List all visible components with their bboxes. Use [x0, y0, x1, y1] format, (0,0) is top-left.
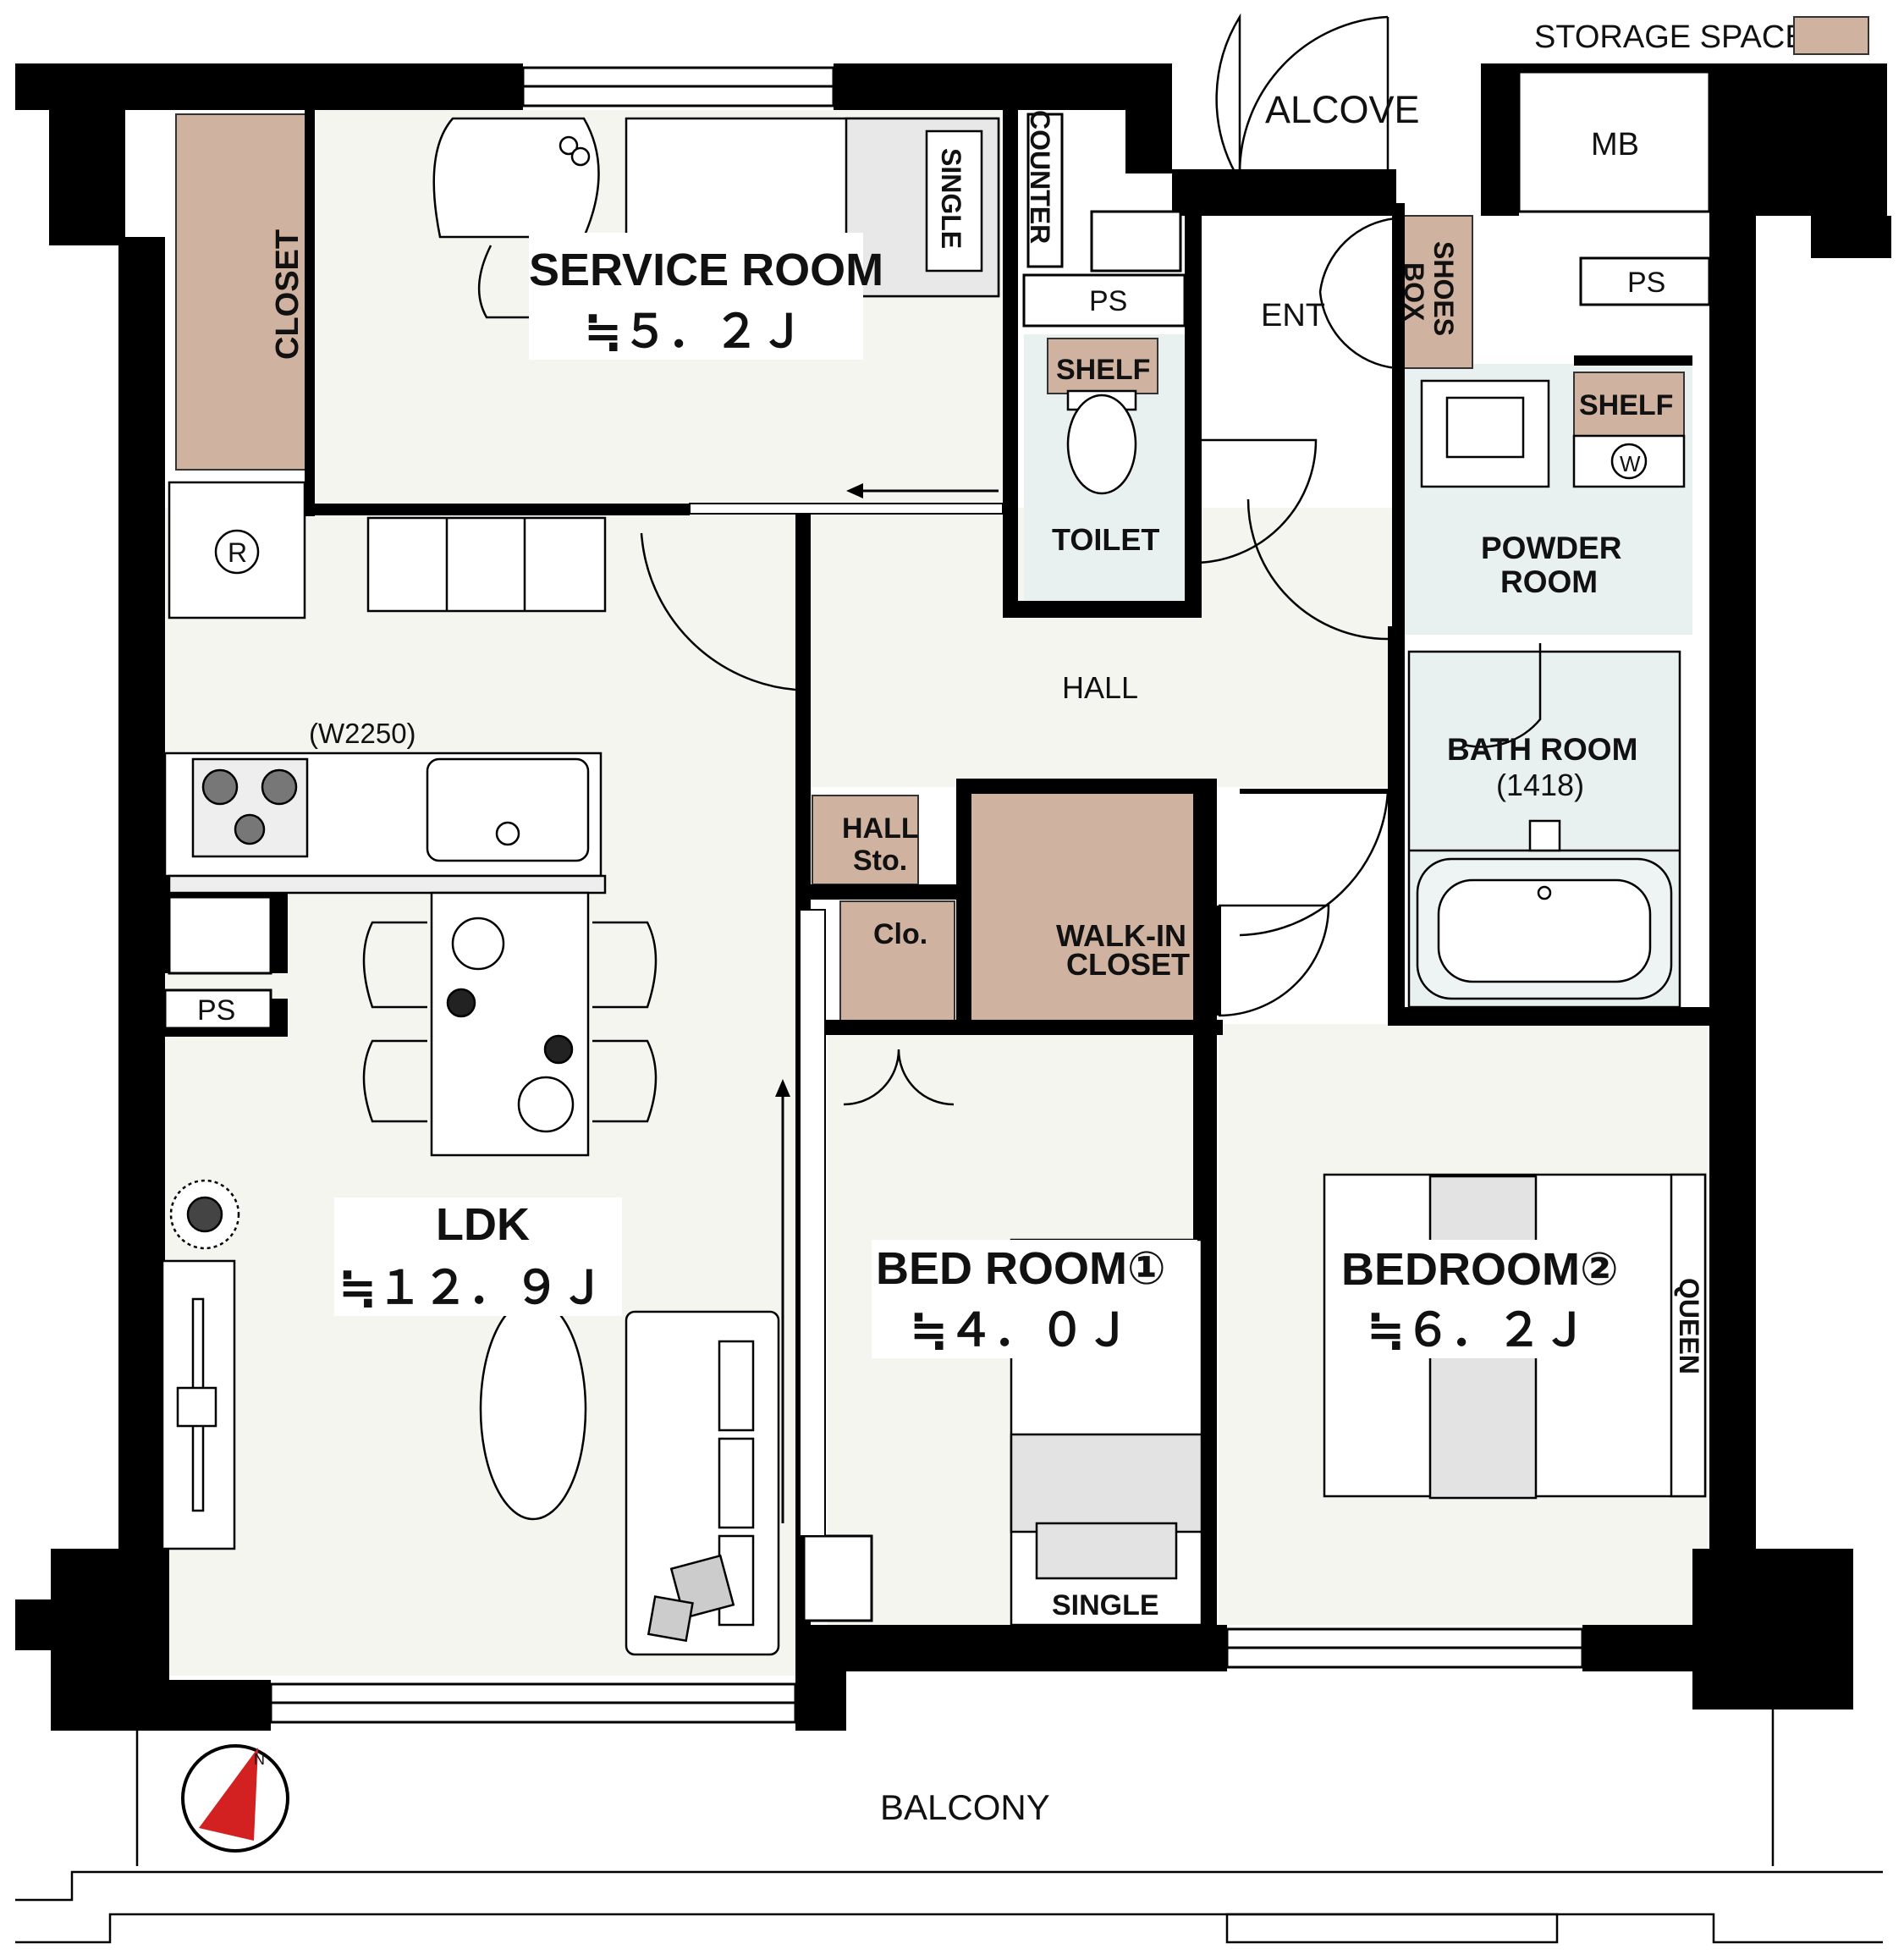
label-alcove: ALCOVE	[1265, 88, 1420, 131]
area-service-room: ≒５．２Ｊ	[584, 306, 805, 357]
label-shoes-box-2: BOX	[1399, 262, 1429, 322]
label-mb: MB	[1591, 127, 1639, 162]
label-hall-sto-2: Sto.	[853, 845, 907, 877]
label-ps-top-right: PS	[1627, 267, 1665, 299]
label-bedroom1: BED ROOM①	[876, 1243, 1166, 1294]
label-powder-room-1: POWDER	[1481, 531, 1622, 565]
balcony	[15, 1709, 1883, 1944]
label-hall: HALL	[1062, 670, 1138, 705]
label-clo: Clo.	[873, 918, 927, 950]
hall-sto-area	[812, 795, 919, 885]
bedroom1-box	[802, 1534, 873, 1622]
counter-gap	[1090, 210, 1182, 273]
dining-set	[362, 891, 658, 1157]
clo-area	[839, 900, 955, 1027]
label-shoes-box-1: SHOES	[1428, 241, 1459, 336]
kitchen-sink	[426, 757, 590, 862]
area-bedroom2: ≒６．２Ｊ	[1367, 1305, 1588, 1356]
area-bedroom1: ≒４．０Ｊ	[910, 1305, 1131, 1356]
label-powder-room-2: ROOM	[1500, 564, 1598, 599]
ps-top-center-box	[1022, 273, 1186, 328]
fridge-icon	[214, 529, 260, 575]
washer-icon	[1610, 443, 1648, 480]
label-entrance: ENT	[1261, 298, 1325, 333]
coffee-table	[479, 1297, 587, 1521]
label-washer-mark: W	[1620, 451, 1641, 476]
wall-fixtures	[163, 70, 1711, 1622]
ps-top-right-box	[1579, 256, 1711, 306]
doors	[640, 13, 1542, 1106]
label-bath-room: BATH ROOM	[1447, 732, 1637, 767]
label-bedroom2: BEDROOM②	[1341, 1244, 1619, 1295]
label-fridge-mark: R	[228, 537, 247, 568]
label-ps-ldk: PS	[197, 994, 235, 1027]
label-shelf-powder: SHELF	[1579, 389, 1673, 421]
floor-entrance	[1202, 216, 1396, 427]
shelf-powder-area	[1573, 372, 1685, 437]
sliding-doors	[689, 483, 1004, 1537]
counter-box	[1026, 113, 1064, 268]
label-walk-in-1: WALK-IN	[1056, 918, 1186, 953]
label-ldk: LDK	[436, 1199, 530, 1250]
label-toilet: TOILET	[1052, 522, 1159, 557]
storage-areas	[175, 113, 1685, 1027]
shelf-toilet-area	[1047, 338, 1158, 394]
label-kitchen-width: (W2250)	[309, 718, 416, 749]
label-single-service: SINGLE	[936, 148, 966, 249]
living-furniture	[161, 1179, 780, 1656]
compass-north-label: N	[254, 1751, 265, 1768]
label-service-room: SERVICE ROOM	[529, 245, 883, 295]
shoes-box-area	[1395, 215, 1473, 369]
kitchen-cabinets	[366, 516, 607, 613]
compass-icon: N	[181, 1744, 289, 1853]
legend-label: STORAGE SPACE	[1534, 19, 1807, 55]
bath-fixtures	[1407, 379, 1686, 1009]
label-single-bedroom1: SINGLE	[1052, 1589, 1159, 1621]
label-closet: CLOSET	[270, 229, 305, 360]
ps-ldk-box	[163, 988, 272, 1030]
label-ps-top-center: PS	[1089, 285, 1127, 317]
label-counter: COUNTER	[1025, 110, 1055, 244]
label-balcony: BALCONY	[880, 1787, 1050, 1827]
label-shelf-toilet: SHELF	[1056, 354, 1150, 386]
toilet-fixture	[1066, 389, 1137, 495]
label-hall-sto-1: HALL	[842, 812, 919, 845]
legend-swatch	[1793, 16, 1869, 55]
ldk-box	[168, 895, 272, 975]
mb-box	[1517, 70, 1711, 213]
walk-in-closet-area	[968, 790, 1207, 1025]
windows	[269, 66, 1584, 1724]
kitchen	[163, 481, 607, 895]
door-leaves	[1192, 440, 1388, 1016]
label-walk-in-2: CLOSET	[1066, 947, 1190, 982]
label-queen: QUEEN	[1674, 1278, 1704, 1374]
label-bath-size: (1418)	[1496, 768, 1584, 802]
area-ldk: ≒１２．９Ｊ	[338, 1263, 605, 1313]
